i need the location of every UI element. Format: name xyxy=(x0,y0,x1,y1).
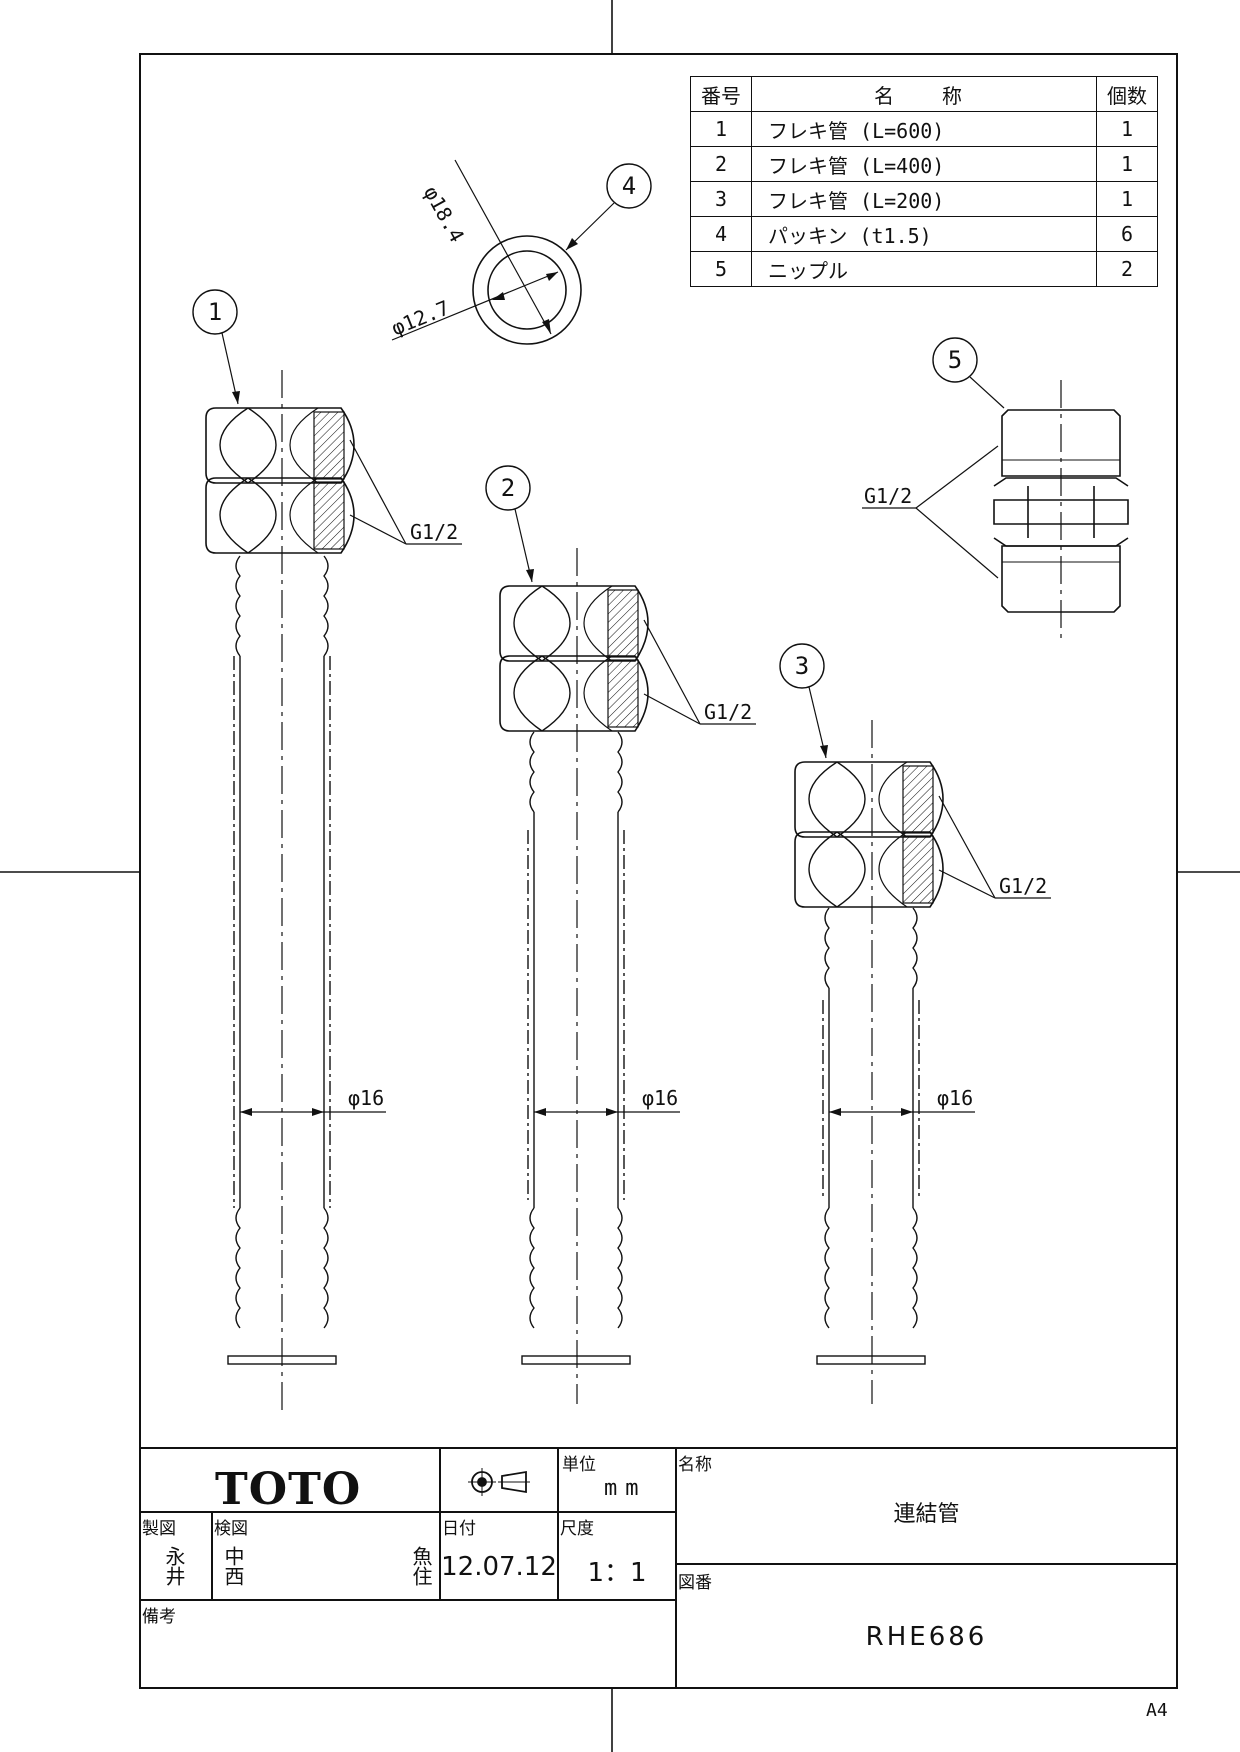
part5-nipple xyxy=(862,337,1129,644)
projection-symbol xyxy=(468,1468,530,1496)
part4-packing xyxy=(391,159,652,345)
header-qty: 個数 xyxy=(1096,76,1158,112)
parts-table-header: 番号 名 称 個数 xyxy=(690,76,1158,112)
table-row: 1 フレキ管 (L=600) 1 xyxy=(690,111,1158,147)
thread-label-3: G1/2 xyxy=(999,874,1048,898)
callout-5: 5 xyxy=(947,346,963,374)
drafted-label: 製図 xyxy=(142,1519,176,1539)
unit-value: mm xyxy=(604,1476,647,1501)
callout-1: 1 xyxy=(207,298,223,326)
row-qty: 6 xyxy=(1096,216,1158,252)
name-value: 連結管 xyxy=(893,1502,960,1527)
name-label: 名称 xyxy=(678,1455,712,1475)
row-name: フレキ管 (L=600) xyxy=(751,111,1097,147)
part3-flex-pipe xyxy=(779,643,1051,1404)
row-qty: 1 xyxy=(1096,146,1158,182)
scale-label: 尺度 xyxy=(560,1519,594,1539)
dim-pipe1-dia: φ16 xyxy=(348,1086,385,1110)
checked-value-1: 中西 xyxy=(221,1546,245,1586)
scale-value: 1：1 xyxy=(587,1558,647,1588)
parts-table: 番号 名 称 個数 1 フレキ管 (L=600) 1 2 フレキ管 (L=400… xyxy=(690,76,1158,287)
drawing-no-label: 図番 xyxy=(678,1573,712,1593)
callout-4: 4 xyxy=(621,172,637,200)
row-no: 4 xyxy=(690,216,752,252)
callout-3: 3 xyxy=(794,652,810,680)
row-qty: 2 xyxy=(1096,251,1158,287)
checked-value-2: 魚住 xyxy=(409,1546,433,1586)
part1-flex-pipe xyxy=(192,289,462,1410)
part2-flex-pipe xyxy=(485,465,756,1404)
row-no: 2 xyxy=(690,146,752,182)
title-block-lines xyxy=(140,1447,1177,1688)
header-no: 番号 xyxy=(690,76,752,112)
row-qty: 1 xyxy=(1096,111,1158,147)
row-name: パッキン (t1.5) xyxy=(751,216,1097,252)
drawing-no-value: RHE686 xyxy=(865,1622,988,1652)
date-label: 日付 xyxy=(442,1519,476,1539)
dim-pipe3-dia: φ16 xyxy=(937,1086,974,1110)
remarks-label: 備考 xyxy=(142,1607,176,1627)
unit-label: 単位 xyxy=(562,1455,596,1475)
table-row: 2 フレキ管 (L=400) 1 xyxy=(690,146,1158,182)
thread-label-2: G1/2 xyxy=(704,700,753,724)
row-no: 3 xyxy=(690,181,752,217)
row-no: 5 xyxy=(690,251,752,287)
date-value: 12.07.12 xyxy=(441,1552,557,1582)
company-logo: TOTO xyxy=(215,1464,362,1515)
table-row: 5 ニップル 2 xyxy=(690,251,1158,287)
drafted-value: 永井 xyxy=(162,1546,186,1586)
callout-2: 2 xyxy=(500,474,516,502)
table-row: 3 フレキ管 (L=200) 1 xyxy=(690,181,1158,217)
row-no: 1 xyxy=(690,111,752,147)
row-name: ニップル xyxy=(751,251,1097,287)
header-name: 名 称 xyxy=(751,76,1097,112)
sheet-size: A4 xyxy=(1146,1700,1168,1721)
dim-pipe2-dia: φ16 xyxy=(642,1086,679,1110)
row-name: フレキ管 (L=200) xyxy=(751,181,1097,217)
thread-label-5: G1/2 xyxy=(864,484,913,508)
table-row: 4 パッキン (t1.5) 6 xyxy=(690,216,1158,252)
checked-label: 検図 xyxy=(214,1519,248,1539)
row-qty: 1 xyxy=(1096,181,1158,217)
thread-label-1: G1/2 xyxy=(410,520,459,544)
row-name: フレキ管 (L=400) xyxy=(751,146,1097,182)
sheet-border xyxy=(139,53,1178,1689)
